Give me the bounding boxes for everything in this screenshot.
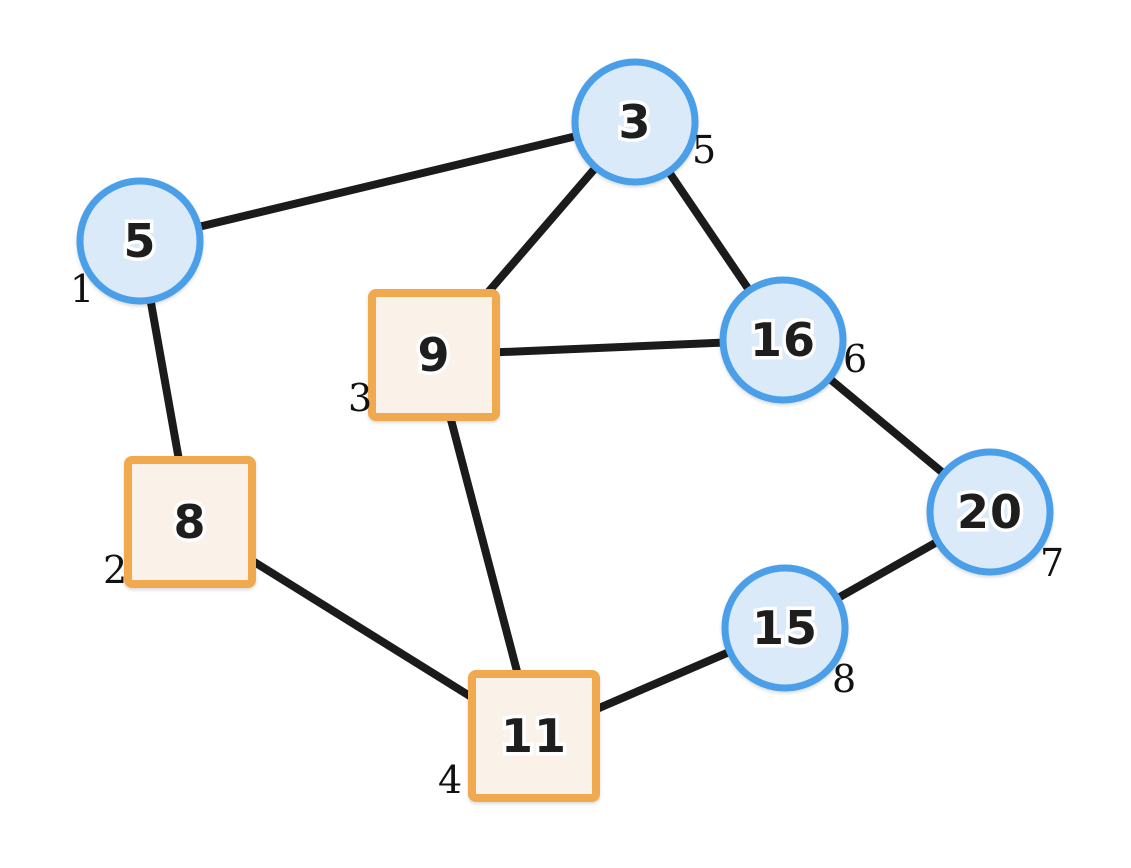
node-8-circle — [721, 564, 849, 692]
node-4-value: 11 — [501, 709, 567, 763]
edges-layer — [136, 118, 994, 740]
node-8-value: 15 — [752, 601, 818, 655]
node-5-value: 3 — [618, 95, 651, 149]
node-8-id-label: 8 — [832, 657, 856, 701]
node-7: 20 7 — [926, 448, 1064, 585]
node-5-circle — [571, 58, 699, 186]
node-4-square — [468, 670, 600, 802]
node-1: 51 — [70, 177, 204, 311]
edge-1-5 — [136, 118, 639, 245]
node-3-square — [368, 289, 500, 421]
node-2-value: 8 — [173, 495, 206, 549]
node-3-value: 9 — [417, 328, 450, 382]
node-3-id-label: 3 — [348, 376, 372, 420]
node-3: 93 — [348, 289, 500, 421]
node-2: 82 — [103, 456, 256, 592]
node-5: 35 — [571, 58, 716, 186]
node-7-value: 20 — [957, 485, 1023, 539]
node-8: 15 8 — [721, 564, 856, 701]
node-2-square — [124, 456, 256, 588]
node-1-value: 5 — [123, 214, 156, 268]
node-4: 11 4 — [438, 670, 600, 802]
node-6-circle — [719, 276, 847, 404]
node-4-id-label: 4 — [438, 758, 462, 802]
node-7-id-label: 7 — [1040, 541, 1064, 585]
node-5-id-label: 5 — [692, 128, 716, 172]
node-7-circle — [926, 448, 1054, 576]
node-2-id-label: 2 — [103, 548, 127, 592]
node-6-id-label: 6 — [843, 337, 867, 381]
node-1-circle — [76, 177, 204, 305]
node-6-value: 16 — [750, 313, 816, 367]
node-1-id-label: 1 — [70, 267, 94, 311]
node-6: 16 6 — [719, 276, 867, 404]
